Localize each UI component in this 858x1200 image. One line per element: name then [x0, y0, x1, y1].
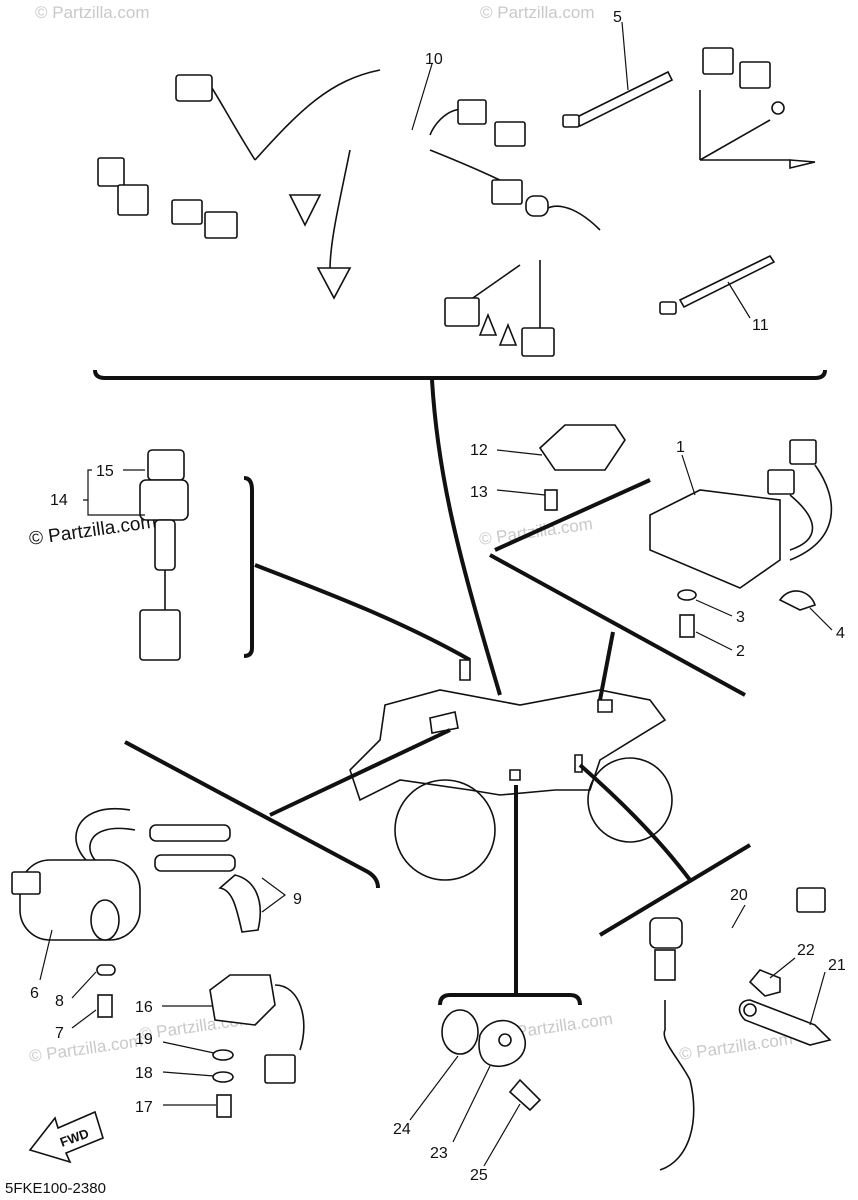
switch-leader-line [254, 563, 471, 662]
coil-leader-line [269, 728, 451, 817]
callout-14: 14 [50, 492, 68, 509]
watermark-top-left: © Partzilla.com [35, 3, 150, 22]
callout-16: 16 [135, 999, 153, 1016]
fwd-arrow-icon: FWD [28, 1110, 104, 1164]
harness-leader-line [430, 379, 502, 696]
cable-band-5[interactable] [562, 70, 674, 128]
harness-terminal [771, 101, 785, 115]
relay[interactable] [538, 424, 626, 511]
rear-brake-switch[interactable] [649, 887, 832, 1171]
watermark-bottom-left: © Partzilla.com [28, 1031, 144, 1066]
callout-23: 23 [430, 1145, 448, 1162]
callout-19: 19 [135, 1031, 153, 1048]
coil-group-bracket [124, 740, 380, 889]
callout-12: 12 [470, 442, 488, 459]
callout-4: 4 [836, 625, 845, 642]
watermark-left-dark: © Partzilla.com [28, 511, 158, 550]
callout-10: 10 [425, 51, 443, 68]
ignition-coil[interactable] [11, 807, 262, 1018]
harness-connector [204, 211, 238, 239]
callout-22: 22 [797, 942, 815, 959]
harness-connector [175, 74, 213, 102]
cdi-unit[interactable] [649, 439, 833, 638]
reference-code: 5FKE100-2380 [5, 1180, 106, 1197]
switch-group-bracket [243, 476, 254, 658]
watermark-bottom-right: © Partzilla.com [678, 1029, 794, 1064]
neutral-switch[interactable] [441, 1009, 542, 1112]
harness-group-bracket [93, 369, 827, 380]
harness-connector [457, 99, 487, 125]
harness-connector [444, 297, 480, 327]
vehicle-outline [349, 659, 673, 881]
neutral-switch-bracket [438, 993, 582, 1006]
harness-connector [117, 184, 149, 216]
callout-8: 8 [55, 993, 64, 1010]
callout-15: 15 [96, 463, 114, 480]
callout-18: 18 [135, 1065, 153, 1082]
callout-7: 7 [55, 1025, 64, 1042]
callout-11: 11 [752, 317, 769, 334]
harness-connector [494, 121, 526, 147]
callout-2: 2 [736, 643, 745, 660]
harness-connector [288, 194, 322, 227]
callout-25: 25 [470, 1167, 488, 1184]
harness-connector [171, 199, 203, 225]
harness-connector [97, 157, 125, 187]
rectifier-regulator[interactable] [209, 974, 305, 1118]
callout-24: 24 [393, 1121, 411, 1138]
harness-connector [702, 47, 734, 75]
harness-terminal [478, 312, 498, 336]
cdi-group-bracket [489, 478, 746, 697]
cable-band-11[interactable] [659, 254, 776, 315]
callout-5: 5 [613, 9, 622, 26]
callout-13: 13 [470, 484, 488, 501]
harness-terminal [789, 159, 816, 170]
harness-connector [491, 179, 523, 205]
callout-21: 21 [828, 957, 846, 974]
harness-connector [739, 61, 771, 89]
callout-9: 9 [293, 891, 302, 908]
callout-17: 17 [135, 1099, 153, 1116]
watermark-top-center: © Partzilla.com [480, 3, 595, 22]
brake-switch-leader-line [578, 763, 692, 882]
harness-connector [316, 267, 352, 300]
callout-3: 3 [736, 609, 745, 626]
brake-switch-bracket [598, 843, 752, 937]
main-switch[interactable] [139, 449, 189, 661]
harness-connector [521, 327, 555, 357]
harness-connector [525, 195, 549, 217]
cdi-leader-line [598, 631, 615, 701]
callout-6: 6 [30, 985, 39, 1002]
callout-20: 20 [730, 887, 748, 904]
callout-1: 1 [676, 439, 685, 456]
harness-terminal [498, 322, 518, 346]
wire-harness[interactable] [97, 47, 816, 357]
